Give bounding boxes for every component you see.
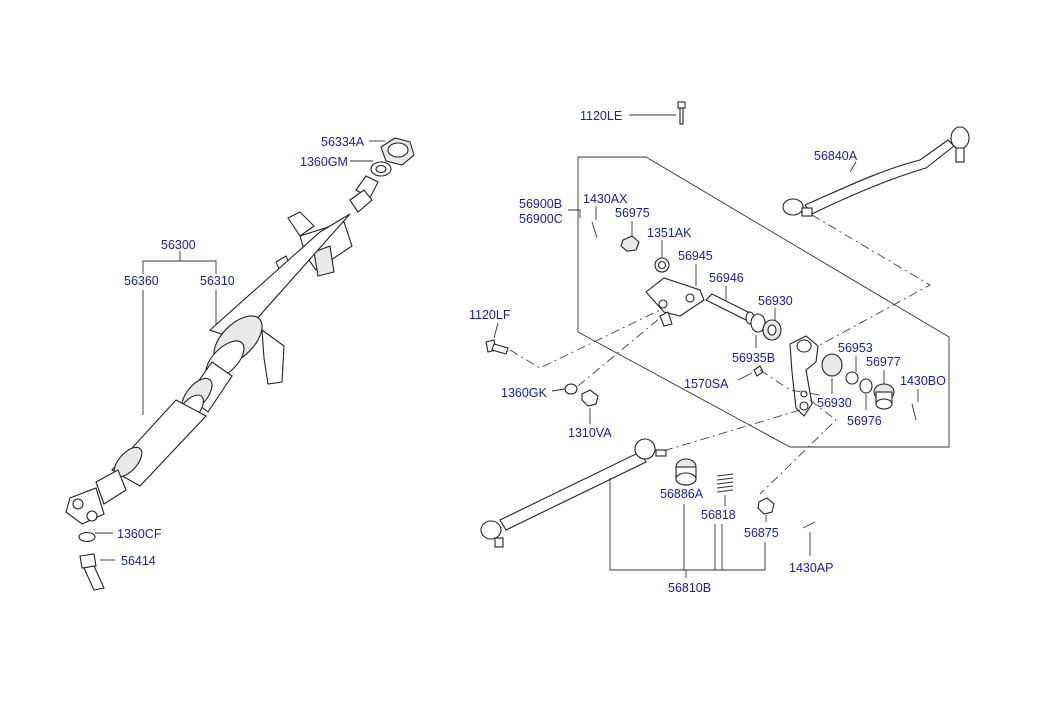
- cotter-pin-1430AX-part: [591, 221, 598, 239]
- label-1310VA[interactable]: 1310VA: [568, 426, 612, 440]
- label-56935B[interactable]: 56935B: [732, 351, 775, 365]
- label-56886A[interactable]: 56886A: [660, 487, 704, 501]
- nut-56334A-part: [380, 137, 415, 166]
- idler-arm-part: [789, 335, 819, 417]
- right-leader-lines: [493, 206, 919, 578]
- bushing-56930b-part: [821, 353, 843, 377]
- label-56900C[interactable]: 56900C: [519, 212, 563, 226]
- label-1430AX[interactable]: 1430AX: [583, 192, 628, 206]
- label-56946[interactable]: 56946: [709, 271, 744, 285]
- label-1570SA[interactable]: 1570SA: [684, 377, 729, 391]
- cap-56977-part: [873, 383, 895, 410]
- cotter-pin-1430BO-part: [911, 403, 917, 421]
- label-56810B[interactable]: 56810B: [668, 581, 711, 595]
- bolt-1120LF-part: [485, 339, 509, 355]
- label-56414[interactable]: 56414: [121, 554, 156, 568]
- label-56875[interactable]: 56875: [744, 526, 779, 540]
- spring-56818-part: [716, 473, 734, 493]
- label-1360GM[interactable]: 1360GM: [300, 155, 348, 169]
- universal-joint-part: [65, 469, 127, 525]
- label-56975[interactable]: 56975: [615, 206, 650, 220]
- label-56900B[interactable]: 56900B: [519, 197, 562, 211]
- label-56840A[interactable]: 56840A: [814, 149, 858, 163]
- nut-1310VA-part: [581, 389, 599, 407]
- washer-1360GK-part: [564, 383, 578, 395]
- washer-1360CF-part: [78, 531, 96, 543]
- label-1351AK[interactable]: 1351AK: [647, 226, 692, 240]
- label-1360CF[interactable]: 1360CF: [117, 527, 162, 541]
- label-56930-upper[interactable]: 56930: [758, 294, 793, 308]
- label-1430AP[interactable]: 1430AP: [789, 561, 833, 575]
- part-labels: 56334A 1360GM 56300 56360 56310 1360CF 5…: [117, 109, 946, 595]
- shaft-56946-part: [705, 293, 755, 325]
- nut-56875-part: [757, 497, 775, 515]
- label-1360GK[interactable]: 1360GK: [501, 386, 548, 400]
- tie-rod-56810B-part: [480, 438, 667, 548]
- bracket-56945-part: [645, 277, 705, 327]
- bolt-56414-part: [79, 553, 105, 591]
- assembly-boundary: [577, 156, 950, 448]
- cotter-pin-1430AP-part: [802, 521, 816, 529]
- label-56300[interactable]: 56300: [161, 238, 196, 252]
- nut-56976-part: [859, 378, 873, 394]
- drag-link-56840A-part: [782, 126, 970, 217]
- alignment-lines: [509, 214, 931, 495]
- boot-56886A-part: [675, 458, 697, 486]
- washer-56953-part: [845, 371, 859, 385]
- label-56334A[interactable]: 56334A: [321, 135, 365, 149]
- label-56310[interactable]: 56310: [200, 274, 235, 288]
- left-leader-lines: [95, 140, 385, 561]
- label-1430BO[interactable]: 1430BO: [900, 374, 946, 388]
- label-56930-lower[interactable]: 56930: [817, 396, 852, 410]
- steering-column-assembly: [65, 137, 415, 591]
- label-56360[interactable]: 56360: [124, 274, 159, 288]
- label-56945[interactable]: 56945: [678, 249, 713, 263]
- nut-56975-part: [620, 235, 640, 252]
- label-56976[interactable]: 56976: [847, 414, 882, 428]
- bolt-1120LE-part: [677, 101, 686, 125]
- label-56818[interactable]: 56818: [701, 508, 736, 522]
- label-1120LE[interactable]: 1120LE: [580, 109, 622, 123]
- label-1120LF[interactable]: 1120LF: [469, 308, 511, 322]
- label-56977[interactable]: 56977: [866, 355, 901, 369]
- label-56953[interactable]: 56953: [838, 341, 873, 355]
